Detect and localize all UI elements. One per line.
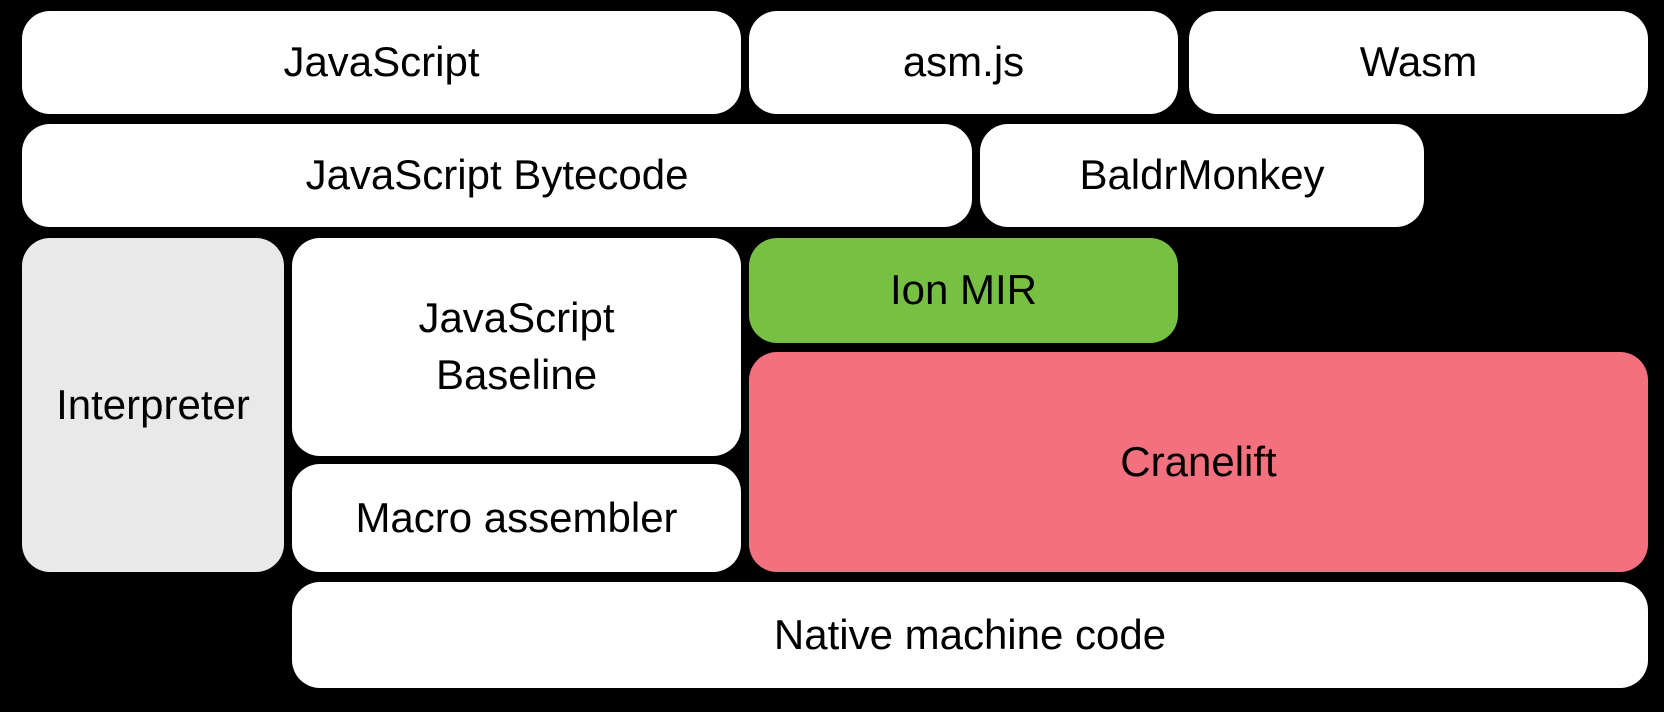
box-javascript-baseline-label: JavaScript Baseline: [418, 290, 614, 403]
box-javascript-bytecode-label: JavaScript Bytecode: [305, 151, 689, 199]
box-interpreter: Interpreter: [22, 238, 284, 572]
box-interpreter-label: Interpreter: [56, 380, 250, 428]
box-javascript-label: JavaScript: [283, 38, 480, 86]
box-macro-assembler-label: Macro assembler: [355, 493, 678, 541]
box-cranelift: Cranelift: [749, 352, 1648, 572]
box-wasm: Wasm: [1189, 11, 1648, 114]
box-javascript-bytecode: JavaScript Bytecode: [22, 124, 972, 227]
box-asmjs: asm.js: [749, 11, 1178, 114]
box-javascript-baseline-line-2: Baseline: [435, 351, 598, 398]
box-wasm-label: Wasm: [1359, 38, 1478, 86]
box-asmjs-label: asm.js: [902, 38, 1025, 86]
box-ion-mir-label: Ion MIR: [889, 266, 1038, 314]
box-javascript-baseline: JavaScript Baseline: [292, 238, 741, 456]
box-baldrmonkey: BaldrMonkey: [980, 124, 1424, 227]
box-baldrmonkey-label: BaldrMonkey: [1079, 151, 1325, 199]
box-macro-assembler: Macro assembler: [292, 464, 741, 572]
box-native-machine-code-label: Native machine code: [773, 610, 1167, 658]
box-native-machine-code: Native machine code: [292, 582, 1648, 688]
box-cranelift-label: Cranelift: [1120, 437, 1277, 485]
box-ion-mir: Ion MIR: [749, 238, 1178, 343]
box-javascript-baseline-line-1: JavaScript: [418, 294, 615, 342]
box-javascript: JavaScript: [22, 11, 741, 114]
